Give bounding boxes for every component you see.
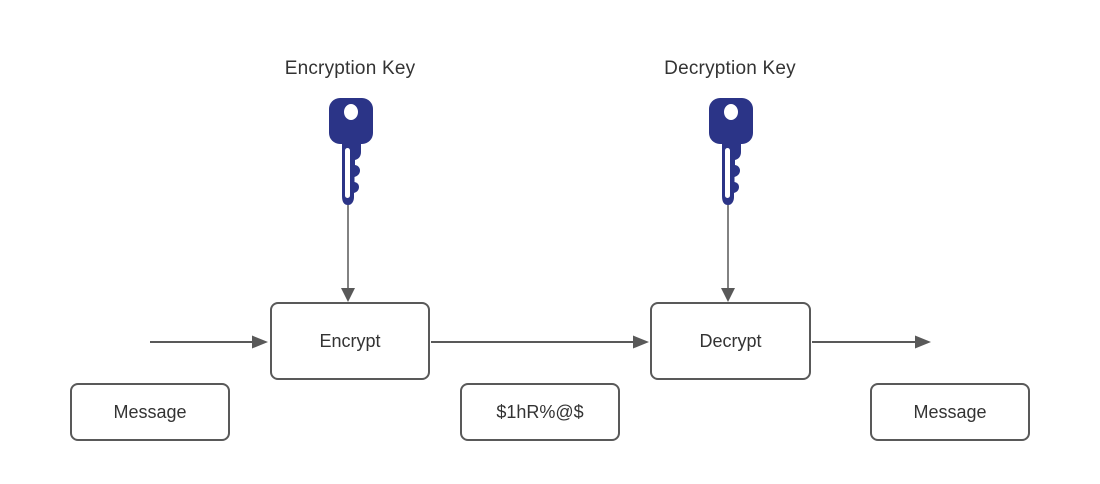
key-shaft [342,140,361,205]
decryption-key-label: Decryption Key [664,58,796,79]
key-shaft [722,140,741,205]
ciphertext-box: $1hR%@$ [460,383,620,441]
key-hole [724,104,738,120]
arrow-output [812,335,931,349]
decrypt-box: Decrypt [650,302,811,380]
arrow-encryption-key [341,205,355,302]
key-slot [725,148,730,198]
key-hole [344,104,358,120]
message-input-box: Message [70,383,230,441]
encryption-key-label: Encryption Key [284,58,416,79]
arrow-input [150,335,268,349]
decryption-key-icon [709,98,753,205]
arrow-encrypt-to-decrypt [431,335,649,349]
message-output-box: Message [870,383,1030,441]
encrypt-box: Encrypt [270,302,430,380]
key-slot [345,148,350,198]
key-head [329,98,373,144]
encryption-key-icon [329,98,373,205]
key-head [709,98,753,144]
arrow-decryption-key [721,205,735,302]
